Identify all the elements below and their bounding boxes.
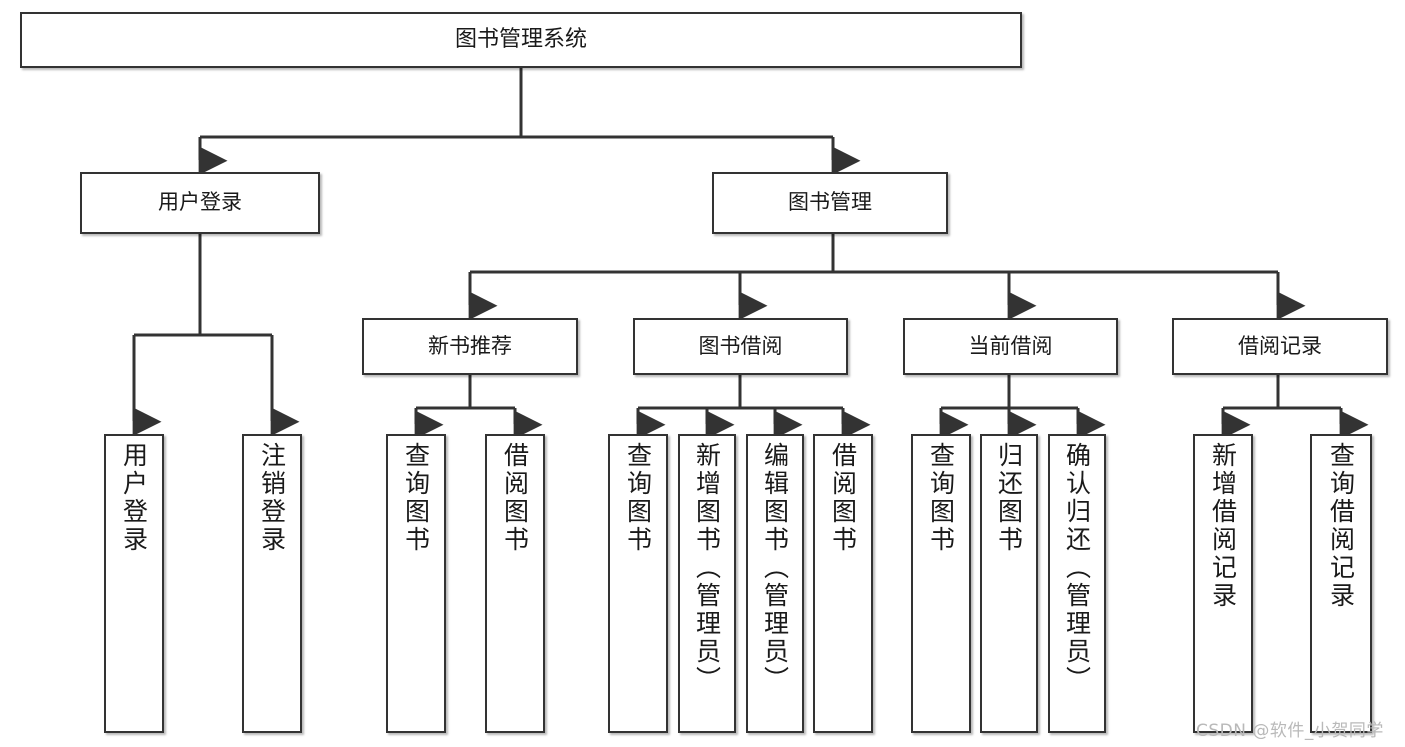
node-leaf-query-borrow-record-label: 查询借阅记录 (1326, 442, 1356, 610)
node-book-borrow[interactable]: 图书借阅 (633, 318, 848, 375)
node-user-login[interactable]: 用户登录 (80, 172, 320, 234)
node-leaf-query-book-borrow[interactable]: 查询图书 (608, 434, 668, 733)
node-leaf-add-book-admin[interactable]: 新增图书（管理员） (678, 434, 736, 733)
node-book-management-label: 图书管理 (788, 190, 872, 215)
node-borrow-records-label: 借阅记录 (1238, 333, 1322, 358)
node-root-system[interactable]: 图书管理系统 (20, 12, 1022, 68)
node-leaf-borrow-book[interactable]: 借阅图书 (813, 434, 873, 733)
node-leaf-confirm-return-admin[interactable]: 确认归还（管理员） (1048, 434, 1106, 733)
node-current-borrow[interactable]: 当前借阅 (903, 318, 1118, 375)
node-leaf-user-login[interactable]: 用户登录 (104, 434, 164, 733)
node-leaf-add-borrow-record[interactable]: 新增借阅记录 (1193, 434, 1253, 733)
node-leaf-query-borrow-record[interactable]: 查询借阅记录 (1310, 434, 1372, 733)
node-leaf-edit-book-admin[interactable]: 编辑图书（管理员） (746, 434, 804, 733)
node-leaf-confirm-return-admin-label: 确认归还（管理员） (1062, 442, 1092, 694)
node-leaf-query-book-current-label: 查询图书 (926, 442, 956, 554)
node-root-system-label: 图书管理系统 (454, 27, 587, 53)
node-borrow-records[interactable]: 借阅记录 (1172, 318, 1388, 375)
node-leaf-add-book-admin-label: 新增图书（管理员） (692, 442, 722, 694)
node-leaf-query-book-current[interactable]: 查询图书 (911, 434, 971, 733)
node-new-book-recommend-label: 新书推荐 (428, 333, 512, 358)
node-leaf-borrow-book-label: 借阅图书 (828, 442, 858, 554)
node-book-borrow-label: 图书借阅 (698, 333, 783, 358)
node-leaf-query-book-recommend-label: 查询图书 (401, 442, 431, 554)
node-leaf-user-login-label: 用户登录 (119, 442, 149, 554)
node-leaf-logout-label: 注销登录 (257, 442, 287, 554)
node-leaf-edit-book-admin-label: 编辑图书（管理员） (760, 442, 790, 694)
node-leaf-query-book-recommend[interactable]: 查询图书 (386, 434, 446, 733)
node-leaf-return-book-label: 归还图书 (994, 442, 1024, 554)
node-book-management[interactable]: 图书管理 (712, 172, 948, 234)
node-leaf-return-book[interactable]: 归还图书 (980, 434, 1038, 733)
node-current-borrow-label: 当前借阅 (968, 333, 1053, 358)
node-leaf-logout[interactable]: 注销登录 (242, 434, 302, 733)
node-leaf-add-borrow-record-label: 新增借阅记录 (1208, 442, 1238, 610)
node-leaf-borrow-book-recommend[interactable]: 借阅图书 (485, 434, 545, 733)
node-user-login-label: 用户登录 (158, 190, 242, 215)
node-leaf-borrow-book-recommend-label: 借阅图书 (500, 442, 530, 554)
node-leaf-query-book-borrow-label: 查询图书 (623, 442, 653, 554)
node-new-book-recommend[interactable]: 新书推荐 (362, 318, 578, 375)
